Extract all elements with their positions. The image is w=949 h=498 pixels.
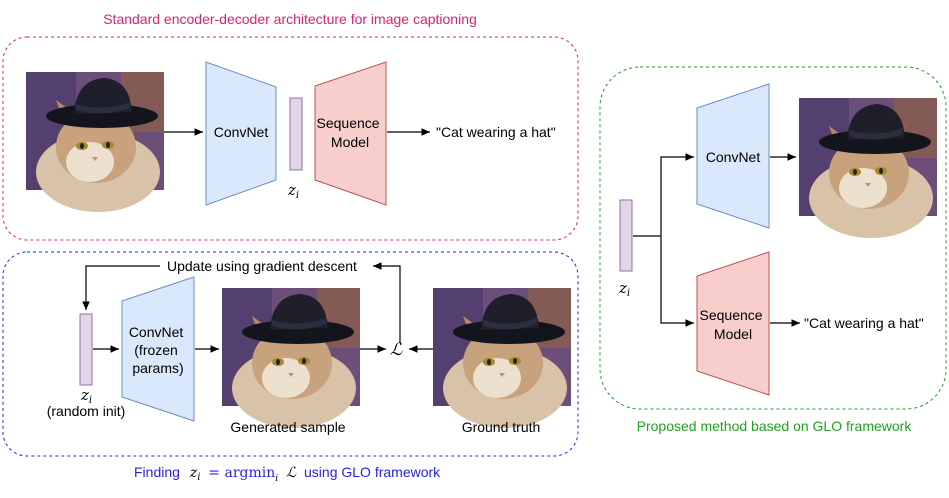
latent-vector — [289, 97, 303, 171]
encoder-block — [205, 61, 277, 206]
top-panel-frame — [2, 36, 579, 241]
branch-to-decoder — [660, 236, 694, 327]
right-output-image — [799, 98, 937, 238]
right-panel: Proposed method based on GLO framework z… — [599, 66, 947, 434]
update-path-left — [82, 265, 160, 310]
latent-vector-right — [619, 199, 633, 272]
generated-sample-image — [222, 288, 360, 428]
output-caption: "Cat wearing a hat" — [436, 124, 556, 140]
right-decoder-label: Sequence Model — [700, 307, 767, 342]
latent-right-label: zi — [618, 279, 630, 299]
update-path-right — [373, 262, 401, 343]
latent-random-label: zi — [80, 386, 92, 406]
right-panel-frame — [599, 66, 947, 410]
input-image — [26, 72, 164, 212]
encoder-label: ConvNet — [214, 124, 269, 140]
loss-symbol: ℒ — [390, 340, 403, 360]
frozen-encoder-label: ConvNet (frozen params) — [129, 324, 187, 376]
bottom-panel-caption: Finding zi = argmini ℒ using GLO framewo… — [134, 464, 441, 484]
right-decoder-block — [696, 251, 770, 396]
right-panel-caption: Proposed method based on GLO framework — [637, 418, 913, 434]
ground-truth-label: Ground truth — [462, 419, 541, 435]
latent-label: zi — [287, 181, 299, 201]
update-label: Update using gradient descent — [167, 258, 357, 274]
random-init-label: (random init) — [47, 403, 126, 419]
decoder-block — [314, 61, 387, 206]
top-panel-title: Standard encoder-decoder architecture fo… — [103, 11, 477, 27]
branch-to-encoder — [660, 153, 694, 236]
bottom-panel-frame — [2, 251, 579, 457]
bottom-panel: Finding zi = argmini ℒ using GLO framewo… — [2, 251, 579, 484]
top-panel: Standard encoder-decoder architecture fo… — [2, 11, 579, 241]
decoder-label: Sequence Model — [317, 115, 384, 150]
latent-vector-random — [79, 313, 93, 386]
generated-sample-label: Generated sample — [230, 419, 345, 435]
right-output-caption: "Cat wearing a hat" — [804, 315, 924, 331]
right-encoder-label: ConvNet — [706, 149, 761, 165]
ground-truth-image — [433, 288, 571, 428]
right-encoder-block — [696, 83, 770, 229]
frozen-encoder-block — [121, 276, 195, 422]
